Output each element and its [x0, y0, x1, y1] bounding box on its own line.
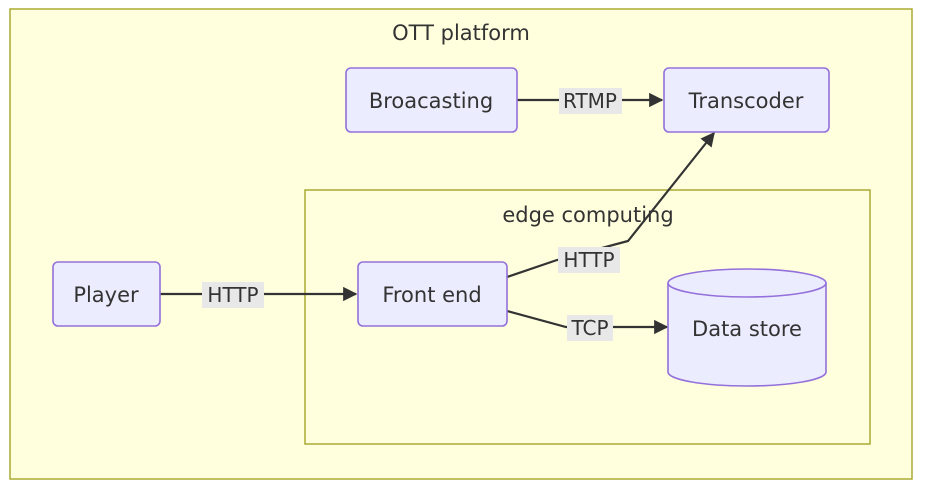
player-node[interactable]: Player	[52, 261, 161, 327]
frontend-node[interactable]: Front end	[357, 261, 508, 327]
datastore-cylinder-top	[667, 282, 827, 298]
rtmp-label-background	[559, 88, 622, 114]
edge-frontend-to-transcoder: HTTP	[506, 131, 715, 279]
datastore-node[interactable]: Data store	[667, 268, 827, 387]
tcp-edge-label: TCP	[570, 316, 608, 340]
frontend-http-label-background	[558, 247, 620, 273]
tcp-label-background	[567, 315, 613, 341]
frontend-node-label: Front end	[382, 283, 481, 307]
edge-broadcast-to-transcoder: RTMP	[517, 88, 664, 114]
ott-platform-title: OTT platform	[392, 21, 530, 45]
datastore-node-label: Data store	[692, 317, 802, 341]
rtmp-edge-label: RTMP	[563, 89, 617, 113]
player-http-label-background	[202, 282, 264, 308]
broadcasting-node[interactable]: Broacasting	[345, 67, 518, 133]
transcoder-node-label: Transcoder	[688, 89, 804, 113]
player-http-edge-label: HTTP	[207, 283, 258, 307]
edge-player-to-frontend: HTTP	[160, 282, 358, 308]
broadcasting-node-label: Broacasting	[369, 89, 493, 113]
transcoder-node[interactable]: Transcoder	[663, 67, 830, 133]
player-node-label: Player	[73, 283, 139, 307]
edge-computing-title: edge computing	[502, 203, 673, 227]
edge-frontend-to-datastore: TCP	[506, 309, 669, 341]
frontend-http-edge-label: HTTP	[563, 248, 614, 272]
datastore-cylinder-body	[667, 268, 827, 387]
